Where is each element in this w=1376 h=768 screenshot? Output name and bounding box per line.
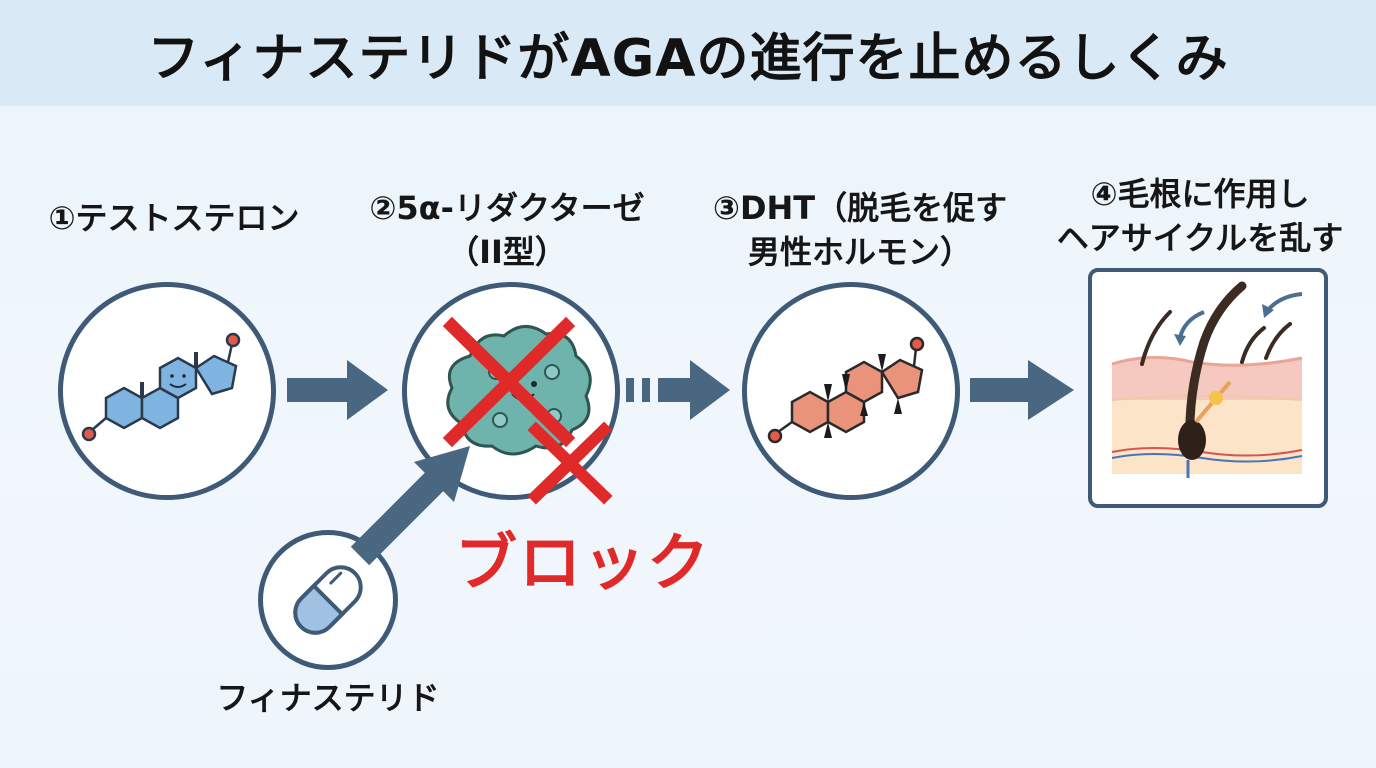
- red-x-small-icon: [527, 421, 613, 505]
- step-2-line-2: （II型）: [447, 233, 567, 271]
- step-4-line-2: ヘアサイクルを乱す: [1056, 219, 1344, 257]
- title-bar: フィナステリドがAGAの進行を止めるしくみ: [0, 0, 1376, 106]
- step-3-label: ③DHT（脱毛を促す 男性ホルモン）: [700, 186, 1020, 274]
- capsule-icon: [293, 565, 363, 635]
- step-1-label: ①テストステロン: [34, 196, 314, 240]
- red-x-icon: [442, 316, 576, 448]
- testosterone-molecule-icon: [81, 332, 241, 442]
- arrow-3-icon: [970, 360, 1074, 420]
- step-2-line-1: ②5α-リダクターゼ: [369, 189, 645, 227]
- dashed-arrow-icon: [626, 360, 730, 420]
- arrow-1-icon: [287, 360, 388, 420]
- step-3-line-2: 男性ホルモン）: [747, 233, 972, 271]
- step-1-line-1: ①テストステロン: [48, 199, 300, 237]
- step-2-label: ②5α-リダクターゼ （II型）: [352, 186, 662, 274]
- step-3-line-1: ③DHT（脱毛を促す: [712, 189, 1008, 227]
- step-4-label: ④毛根に作用し ヘアサイクルを乱す: [1040, 172, 1360, 260]
- diagonal-arrow-icon: [350, 446, 470, 566]
- dht-molecule-icon: [767, 336, 925, 444]
- hair-follicle-panel: [1088, 268, 1328, 508]
- finasteride-label: フィナステリド: [216, 679, 440, 717]
- page-title: フィナステリドがAGAの進行を止めるしくみ: [147, 28, 1229, 89]
- step-4-line-1: ④毛根に作用し: [1090, 175, 1310, 213]
- hair-follicle-icon: [1111, 281, 1303, 478]
- block-label: ブロック: [455, 526, 712, 599]
